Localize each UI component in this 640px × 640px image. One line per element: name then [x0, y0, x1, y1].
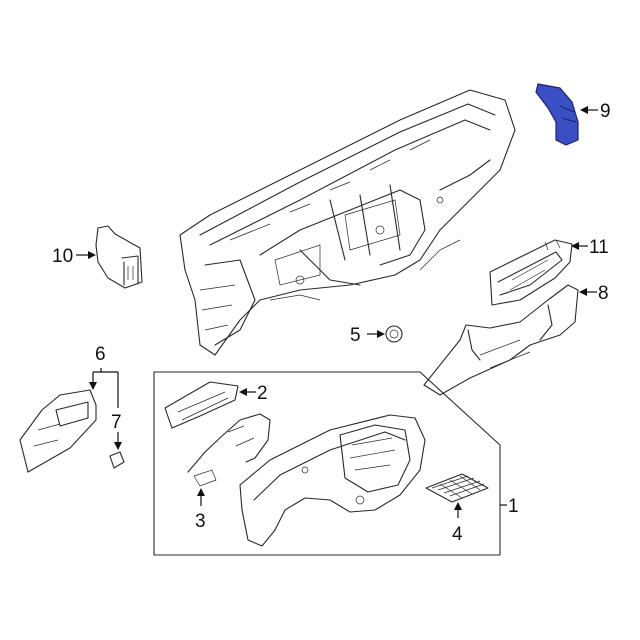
part-6	[19, 389, 97, 473]
callout-label-8: 8	[598, 283, 609, 304]
callout-label-1: 1	[508, 496, 519, 517]
part-8	[423, 284, 579, 396]
callout-9: 9	[580, 101, 611, 122]
callout-1: 1	[500, 496, 519, 517]
callout-3: 3	[195, 488, 206, 532]
callout-label-9: 9	[600, 101, 611, 122]
part-9-highlighted	[535, 83, 579, 146]
callout-10: 10	[52, 246, 96, 267]
callout-6-7: 6 7	[89, 344, 122, 450]
callout-label-6: 6	[95, 344, 106, 365]
callout-label-2: 2	[257, 383, 268, 404]
part-11	[489, 239, 573, 306]
part-1-group-box	[153, 371, 501, 556]
callout-8: 8	[579, 283, 609, 304]
callout-label-7: 7	[111, 412, 122, 433]
callout-label-11: 11	[589, 237, 609, 258]
callout-2: 2	[239, 383, 268, 404]
callout-4: 4	[452, 502, 463, 545]
dashboard-frame	[179, 89, 516, 356]
part-1	[239, 414, 426, 547]
part-5	[385, 325, 403, 343]
callout-11: 11	[571, 237, 609, 258]
callout-5: 5	[350, 325, 385, 346]
callout-label-3: 3	[195, 511, 206, 532]
part-2	[164, 381, 239, 429]
part-4	[425, 473, 489, 503]
part-7	[109, 451, 125, 469]
callout-label-4: 4	[452, 524, 463, 545]
part-3	[187, 413, 271, 487]
callout-label-10: 10	[52, 246, 73, 267]
part-10	[95, 225, 143, 289]
callout-label-5: 5	[350, 325, 361, 346]
